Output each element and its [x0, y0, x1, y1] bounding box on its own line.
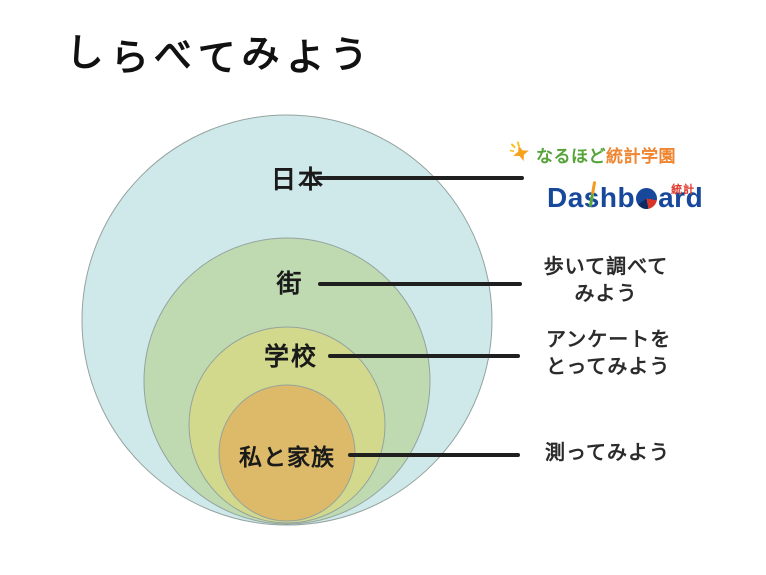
note-school-line1: アンケートを: [546, 329, 672, 351]
connector-school: [328, 354, 520, 358]
note-school: アンケートを とってみよう: [546, 327, 671, 381]
label-town: 街: [276, 270, 304, 298]
statistics-dashboard-logo[interactable]: 統計 Dashbard: [547, 180, 704, 213]
note-me-and-family: 測ってみよう: [545, 440, 670, 467]
naruhodo-toukei-gakuen-logo[interactable]: なるほど統計学園: [509, 141, 676, 167]
pie-chart-o-icon: [636, 188, 658, 209]
note-family-line1: 測ってみよう: [545, 442, 670, 464]
sparkle-star-icon: [509, 141, 529, 162]
note-town-line2: みよう: [574, 283, 638, 305]
note-school-line2: とってみよう: [546, 356, 671, 378]
naruhodo-logo-text-green: なるほど: [536, 146, 606, 166]
note-town-line1: 歩いて調べて: [543, 256, 669, 278]
label-school: 学校: [263, 343, 319, 371]
connector-me-and-family: [348, 453, 520, 457]
label-japan: 日本: [270, 166, 326, 194]
connector-town: [318, 282, 522, 286]
dashboard-logo-part1: Da: [547, 182, 584, 213]
naruhodo-logo-text-orange: 統計学園: [606, 146, 676, 166]
note-town: 歩いて調べて みよう: [520, 254, 692, 308]
dashboard-logo-part2: hb: [599, 182, 636, 213]
dashboard-logo-part3: ard: [658, 182, 704, 213]
connector-japan: [316, 176, 524, 180]
dashboard-logo-badge: 統計: [671, 184, 696, 196]
label-me-and-family: 私と家族: [239, 444, 335, 470]
